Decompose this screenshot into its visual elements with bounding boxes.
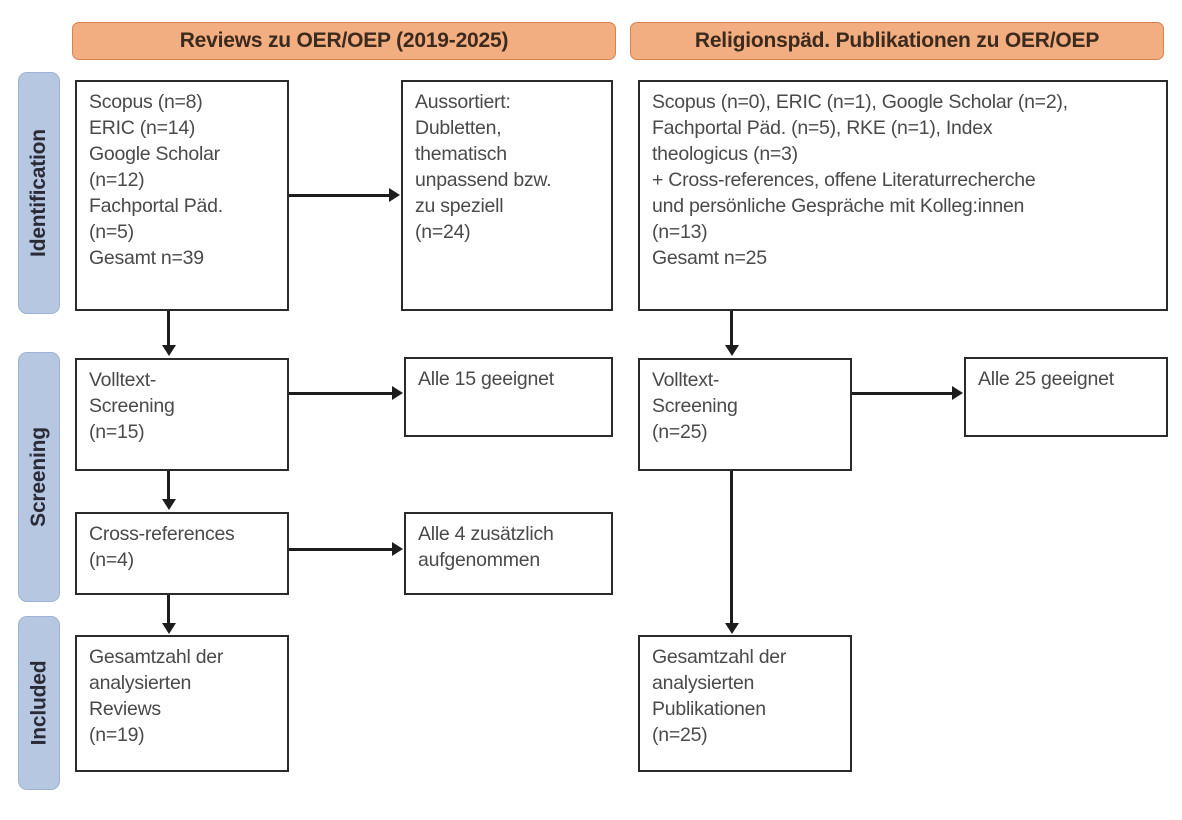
arrowhead-left-crossref-to-result [392,542,403,556]
left-excluded-box: Aussortiert: Dubletten, thematisch unpas… [401,80,613,311]
stage-label-identification: Identification [18,72,60,314]
arrowhead-left-screening-to-result [392,386,403,400]
left-crossref-result-line-1: aufgenommen [418,548,540,571]
left-sources-box: Scopus (n=8) ERIC (n=14) Google Scholar … [75,80,289,311]
stage-label-screening-text: Screening [27,427,51,527]
left-screening-line-2: (n=15) [89,420,145,443]
left-included-line-2: Reviews [89,697,161,720]
right-included-line-3: (n=25) [652,723,708,746]
right-screening-box: Volltext- Screening (n=25) [638,358,852,471]
left-included-line-0: Gesamtzahl der [89,646,224,668]
right-column-header-label: Religionspäd. Publikationen zu OER/OEP [694,29,1100,52]
right-sources-line-6: Gesamt n=25 [652,246,767,269]
left-excluded-line-3: unpassend bzw. [415,168,552,191]
stage-label-included-text: Included [27,660,50,746]
right-included-line-1: analysierten [652,671,755,694]
arrowhead-right-screening-to-included [725,623,739,634]
left-crossref-result-line-0: Alle 4 zusätzlich [418,523,554,545]
left-excluded-line-4: zu speziell [415,194,504,217]
right-screening-line-2: (n=25) [652,420,708,443]
left-crossref-result-box: Alle 4 zusätzlich aufgenommen [404,512,613,595]
left-included-line-1: analysierten [89,671,192,694]
stage-label-included: Included [18,616,60,790]
left-crossref-box: Cross-references (n=4) [75,512,289,595]
left-sources-line-2: Google Scholar [89,142,220,165]
arrowhead-right-screening-to-result [952,386,963,400]
arrowhead-right-sources-to-screening [725,345,739,356]
arrowhead-left-screening-to-crossref [162,499,176,510]
left-column-header: Reviews zu OER/OEP (2019-2025) [72,22,616,60]
stage-label-screening: Screening [18,352,60,602]
connector-left-crossref-to-included [167,595,170,625]
left-screening-line-1: Screening [89,394,175,417]
left-column-header-label: Reviews zu OER/OEP (2019-2025) [179,29,509,52]
right-sources-line-5: (n=13) [652,220,708,243]
connector-left-sources-to-screening [167,311,170,347]
left-sources-line-5: (n=5) [89,220,134,243]
right-sources-line-4: und persönliche Gespräche mit Kolleg:inn… [652,194,1025,217]
left-crossref-line-1: (n=4) [89,548,134,571]
left-excluded-line-2: thematisch [415,142,507,165]
connector-right-screening-to-included [730,471,733,625]
left-screening-result-line-0: Alle 15 geeignet [418,368,554,390]
left-sources-line-6: Gesamt n=39 [89,246,204,269]
left-screening-result-box: Alle 15 geeignet [404,357,613,437]
left-sources-line-1: ERIC (n=14) [89,116,196,139]
left-included-box: Gesamtzahl der analysierten Reviews (n=1… [75,635,289,772]
connector-left-sources-to-excluded [289,194,389,197]
connector-left-crossref-to-result [289,548,392,551]
arrowhead-left-sources-to-excluded [389,188,400,202]
left-sources-line-3: (n=12) [89,168,145,191]
connector-left-screening-to-crossref [167,471,170,501]
right-screening-line-1: Screening [652,394,738,417]
right-screening-result-line-0: Alle 25 geeignet [978,368,1114,390]
arrowhead-left-crossref-to-included [162,623,176,634]
connector-right-sources-to-screening [730,311,733,347]
left-excluded-line-5: (n=24) [415,220,471,243]
connector-right-screening-to-result [852,392,952,395]
right-included-line-2: Publikationen [652,697,766,720]
arrowhead-left-sources-to-screening [162,345,176,356]
stage-label-identification-text: Identification [27,129,50,257]
right-sources-line-3: + Cross-references, offene Literaturrech… [652,168,1036,191]
right-sources-line-2: theologicus (n=3) [652,142,798,165]
right-column-header: Religionspäd. Publikationen zu OER/OEP [630,22,1164,60]
connector-left-screening-to-result [289,392,392,395]
right-sources-box: Scopus (n=0), ERIC (n=1), Google Scholar… [638,80,1168,311]
left-screening-box: Volltext- Screening (n=15) [75,358,289,471]
left-crossref-line-0: Cross-references [89,523,235,545]
left-sources-line-0: Scopus (n=8) [89,91,203,113]
left-excluded-line-1: Dubletten, [415,116,502,139]
left-included-line-3: (n=19) [89,723,145,746]
right-screening-result-box: Alle 25 geeignet [964,357,1168,437]
right-screening-line-0: Volltext- [652,369,720,391]
left-sources-line-4: Fachportal Päd. [89,194,223,217]
left-excluded-line-0: Aussortiert: [415,91,511,113]
left-screening-line-0: Volltext- [89,369,157,391]
right-included-box: Gesamtzahl der analysierten Publikatione… [638,635,852,772]
right-included-line-0: Gesamtzahl der [652,646,787,668]
right-sources-line-0: Scopus (n=0), ERIC (n=1), Google Scholar… [652,91,1068,113]
right-sources-line-1: Fachportal Päd. (n=5), RKE (n=1), Index [652,116,993,139]
